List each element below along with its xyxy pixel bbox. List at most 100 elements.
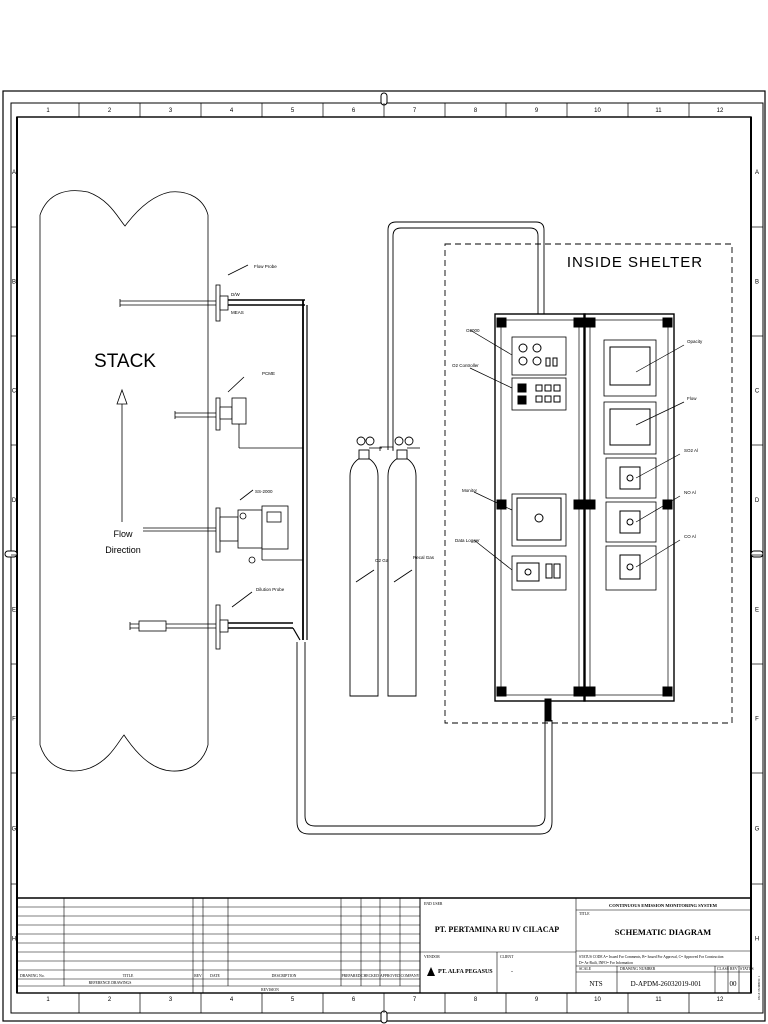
grid-column-label: 4 (230, 108, 234, 114)
grid-row-label: B (12, 280, 16, 286)
stack-label: STACK (94, 351, 156, 372)
grid-column-label: 1 (46, 997, 50, 1003)
grid-column-label: 11 (655, 997, 662, 1003)
grid-column-label: 9 (535, 108, 539, 114)
cabinet-flow-label: Flow (687, 396, 697, 401)
tb-status-code-1: STATUS CODE A= Issued For Comments, B= I… (579, 955, 724, 960)
tb-class-label: CLASS (717, 967, 729, 971)
tb-status-label: STATUS (740, 967, 754, 971)
grid-column-label: 10 (594, 108, 601, 114)
flow-label-1: Flow (113, 529, 133, 539)
grid-row-label: C (755, 389, 760, 395)
cabinet-controller-label: O2 Controller (452, 363, 479, 368)
stack (39, 190, 209, 772)
grid-column-label: 7 (413, 108, 417, 114)
pcme-label: PCME (262, 371, 275, 376)
grid-column-label: 11 (655, 108, 662, 114)
grid-column-label: 10 (594, 997, 601, 1003)
flow-probe-tag-1: D/W (231, 292, 241, 297)
tubing-bundle (292, 221, 553, 835)
sample-probe-label: SS-2000 (255, 489, 273, 494)
tb-drawing-number: D-APDM-26032019-001 (631, 980, 702, 988)
grid-row-label: A (12, 170, 16, 176)
grid-column-label: 6 (352, 108, 356, 114)
cabinet-opacity-label: Opacity (687, 339, 703, 344)
grid-column-label: 12 (717, 997, 724, 1003)
tb-company-header: COMPANY (401, 974, 420, 978)
tb-rev: 00 (730, 980, 738, 988)
grid-row-label: G (755, 827, 760, 833)
drawing-frame (2, 90, 766, 1022)
tb-end-user-label: END USER (424, 902, 443, 906)
tb-vendor-label: VENDOR (424, 955, 440, 959)
flow-probe-tag-2: MEAS (231, 310, 244, 315)
tb-title: SCHEMATIC DIAGRAM (615, 927, 711, 937)
grid-column-label: 4 (230, 997, 234, 1003)
shelter-boundary (444, 243, 733, 724)
title-block: DRAWING No. TITLE REFERENCE DRAWINGS REV… (17, 897, 761, 1000)
tb-date-header: DATE (210, 974, 220, 978)
gas-cylinder-1-label: O2 Gas (375, 558, 391, 563)
tb-reference-drawings: REFERENCE DRAWINGS (89, 981, 132, 985)
gas-cylinder-2-label: Recal Gas (413, 555, 435, 560)
pcme-sensor (174, 376, 303, 449)
tb-drawing-number-label: DRAWING NUMBER (620, 967, 656, 971)
gas-cylinder-2 (387, 436, 420, 697)
grid-row-label: C (12, 389, 17, 395)
dilution-probe-label: Dilution Probe (256, 587, 285, 592)
grid-row-label: E (755, 608, 759, 614)
tb-title-header: TITLE (123, 974, 134, 978)
grid-column-label: 3 (169, 997, 173, 1003)
cabinet-co-label: CO Al (684, 534, 696, 539)
flow-label-2: Direction (105, 545, 141, 555)
grid-row-label: F (755, 717, 759, 723)
gas-cylinder-1 (349, 436, 382, 697)
grid-row-label: D (755, 498, 760, 504)
tb-scale: NTS (589, 980, 602, 988)
cabinet-monitor-label: Monitor (462, 488, 478, 493)
grid-column-label: 5 (291, 997, 295, 1003)
tb-description-header: DESCRIPTION (272, 974, 297, 978)
grid-row-label: H (12, 937, 16, 943)
grid-column-label: 8 (474, 997, 478, 1003)
grid-column-label: 2 (108, 997, 112, 1003)
tb-scale-label: SCALE (579, 967, 592, 971)
grid-column-label: 5 (291, 108, 295, 114)
tb-drawing-no-header: DRAWING No. (20, 974, 45, 978)
cabinet-so2-label: SO2 Al (684, 448, 698, 453)
tb-checked-header: CHECKED (361, 974, 379, 978)
center-markers (4, 92, 764, 1024)
analyzer-cabinet-left (469, 313, 586, 702)
grid-row-label: G (12, 827, 17, 833)
vendor-logo-icon (427, 967, 435, 976)
analyzer-cabinet-right (583, 313, 685, 702)
flow-probe-label: Flow Probe (254, 264, 277, 269)
flow-direction-arrow (116, 388, 128, 522)
grid-column-label: 3 (169, 108, 173, 114)
grid-column-label: 8 (474, 108, 478, 114)
grid-column-label: 6 (352, 997, 356, 1003)
grid-column-label: 1 (46, 108, 50, 114)
flow-probe (119, 264, 305, 322)
grid-column-label: 9 (535, 997, 539, 1003)
tb-title-label: TITLE (579, 912, 590, 916)
tb-approved-header: APPROVED (380, 974, 400, 978)
grid-column-label: 12 (717, 108, 724, 114)
tb-status-code-2: D= As-Built, INFO= For Information (579, 961, 633, 966)
tb-client-label: CLIENT (500, 955, 514, 959)
tb-vendor: PT. ALFA PEGASUS (438, 969, 493, 975)
grid-row-label: H (755, 937, 759, 943)
tb-project: CONTINUOUS EMISSION MONITORING SYSTEM (609, 903, 718, 908)
shelter-label: INSIDE SHELTER (567, 254, 703, 271)
grid-row-label: A (755, 170, 759, 176)
grid-row-label: F (12, 717, 16, 723)
dilution-probe (129, 591, 293, 650)
cabinet-data-logger-label: Data Logger (455, 538, 480, 543)
sample-probe (143, 489, 303, 564)
tb-rev-header: REV (194, 974, 202, 978)
tb-end-user: PT. PERTAMINA RU IV CILACAP (435, 925, 560, 934)
grid-row-label: B (755, 280, 759, 286)
